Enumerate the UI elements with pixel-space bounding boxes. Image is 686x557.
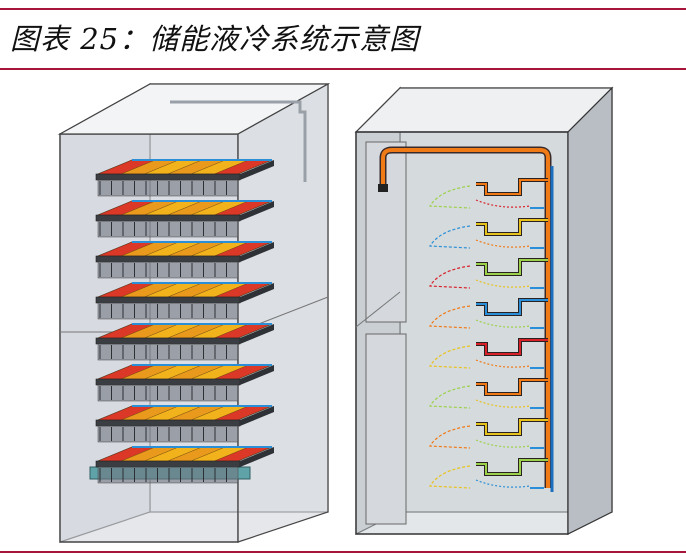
cooling-branch [428, 298, 548, 329]
figure-caption: 图表 25：储能液冷系统示意图 [10, 22, 420, 56]
cooling-branch [428, 178, 548, 209]
battery-module [95, 364, 274, 402]
cooling-branch [428, 418, 548, 449]
cooling-branch [428, 458, 548, 489]
left-cabinet [57, 82, 331, 543]
cooling-branch-stack [428, 178, 548, 489]
cooling-branch [428, 218, 548, 249]
cooling-branch [428, 378, 548, 409]
battery-module [95, 200, 274, 238]
right-cabinet-inner-panel [365, 333, 407, 525]
caption-divider [0, 68, 686, 70]
cooling-system-illustration [57, 82, 614, 543]
bottom-rule [0, 551, 686, 553]
cooling-branch [428, 258, 548, 289]
battery-module [95, 282, 274, 320]
top-rule [0, 8, 686, 10]
liquid-cooling-figure [0, 72, 686, 548]
battery-module [95, 323, 274, 361]
right-cabinet [354, 86, 614, 535]
left-cabinet-top-pipe [170, 100, 307, 182]
left-cabinet-right [237, 82, 329, 543]
battery-module [95, 405, 274, 443]
battery-module [95, 241, 274, 279]
battery-module [95, 446, 274, 484]
cooling-branch [428, 338, 548, 369]
battery-module-stack [95, 159, 274, 484]
right-cabinet-right [567, 86, 613, 535]
right-cabinet-top [354, 87, 614, 133]
battery-module [95, 159, 274, 197]
